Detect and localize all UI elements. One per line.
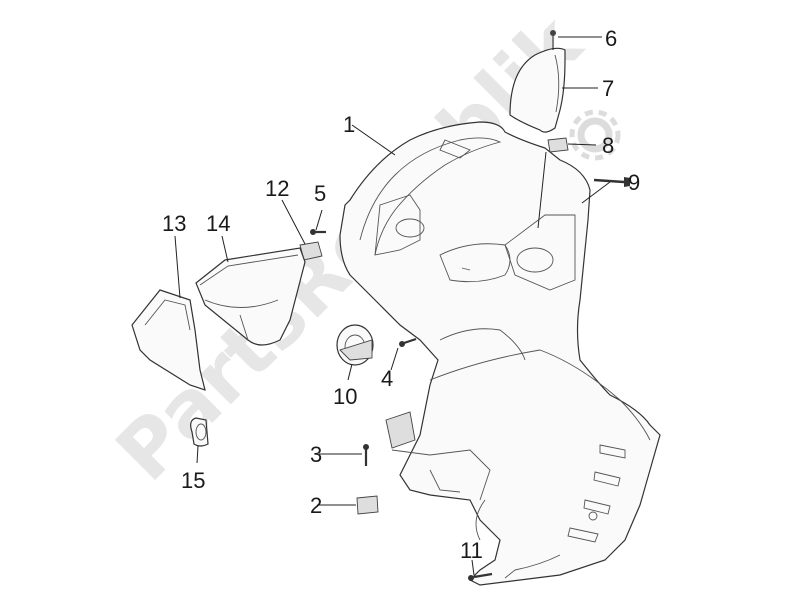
label-9: 9 (628, 170, 640, 195)
label-5: 5 (314, 181, 326, 206)
label-13: 13 (162, 211, 186, 236)
part-4-screw (399, 337, 417, 347)
label-8: 8 (602, 133, 614, 158)
part-6-screw (550, 30, 556, 50)
part-2-clip (356, 495, 379, 515)
part-8-clip (547, 137, 569, 153)
label-10: 10 (333, 384, 357, 409)
label-3: 3 (310, 442, 322, 467)
part-15-plug (190, 417, 209, 447)
part-3-screw (363, 444, 369, 466)
label-12: 12 (265, 176, 289, 201)
label-11: 11 (460, 538, 483, 563)
label-1: 1 (343, 112, 355, 137)
label-6: 6 (605, 26, 617, 51)
part-14-glovebox (195, 247, 306, 346)
part-9-screw (593, 177, 630, 187)
label-14: 14 (206, 211, 230, 236)
part-10-ring (336, 324, 374, 366)
leader-lines (174, 36, 611, 576)
label-15: 15 (181, 468, 205, 493)
label-7: 7 (602, 76, 614, 101)
part-13-panel (131, 289, 206, 391)
watermark-gear-icon (569, 109, 621, 161)
part-7-cover (509, 47, 566, 133)
part-11-screw (468, 572, 493, 581)
label-2: 2 (310, 493, 322, 518)
part-1-inner-shield (339, 121, 661, 586)
label-4: 4 (381, 366, 393, 391)
part-number-labels: 1 2 3 4 5 6 7 8 9 10 11 12 13 14 15 (162, 26, 640, 563)
part-5-screw (310, 229, 326, 235)
